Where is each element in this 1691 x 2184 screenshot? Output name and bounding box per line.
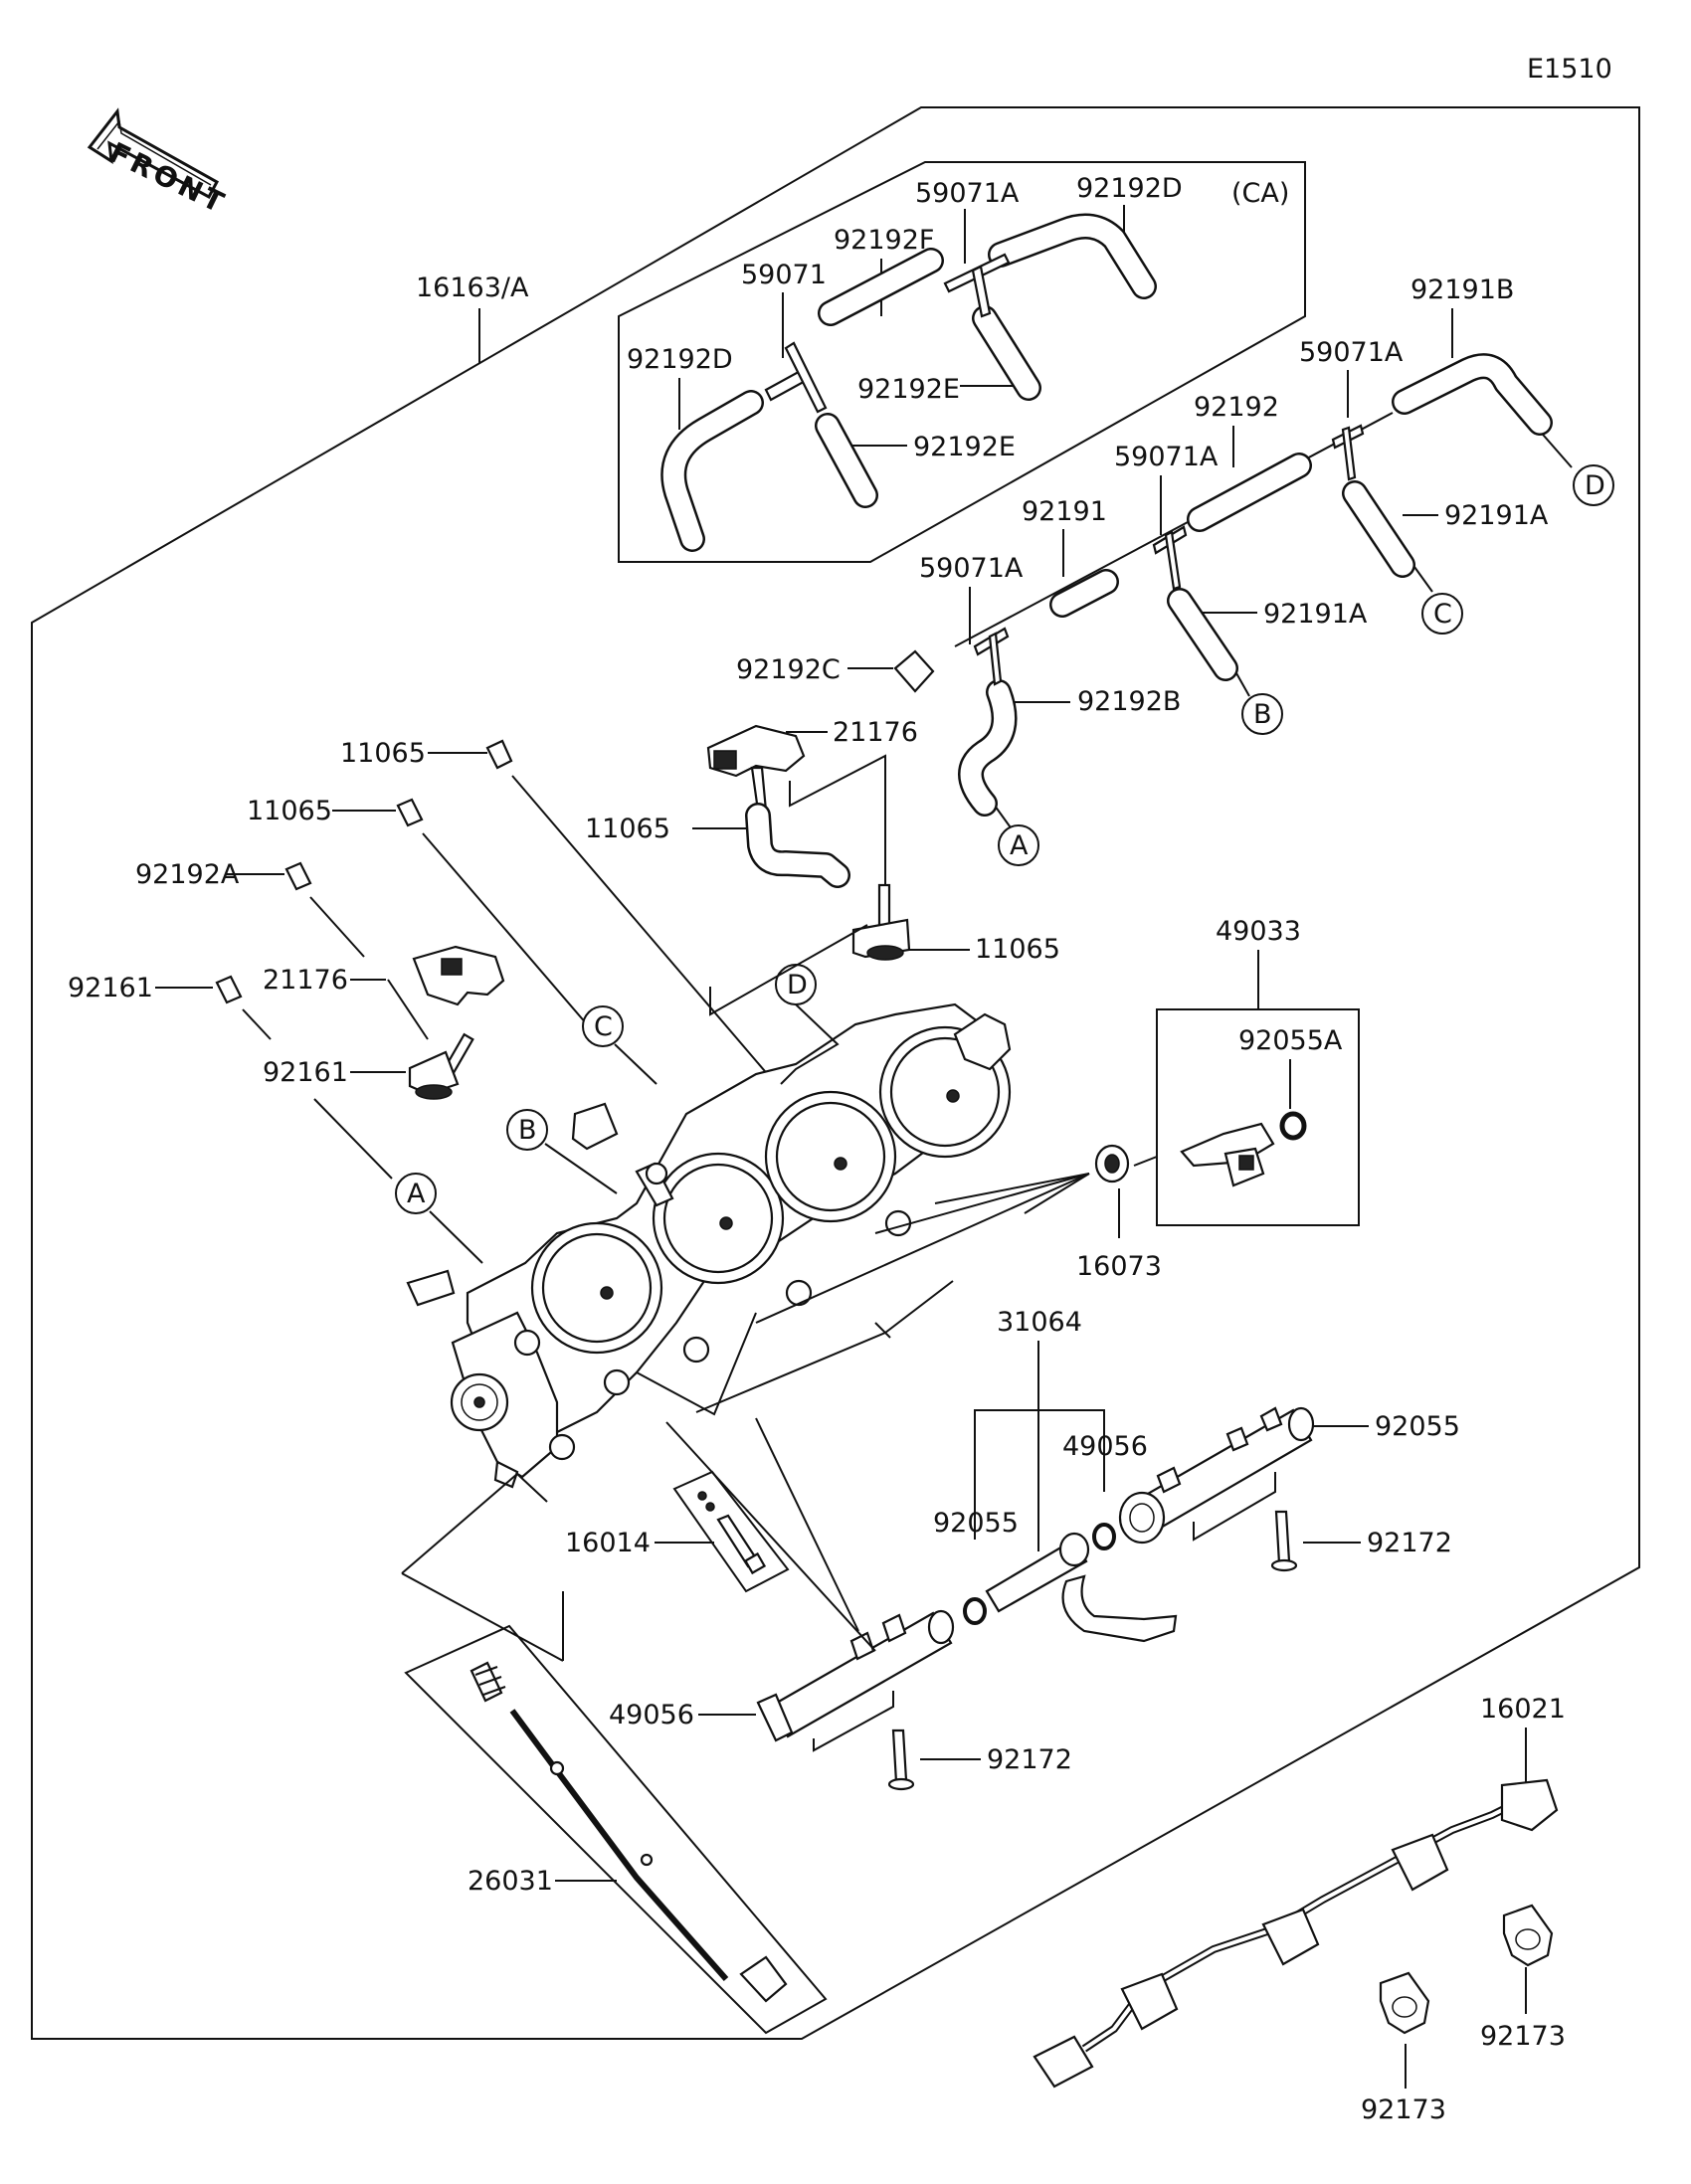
label-92192D-ca-top: 92192D [1076,173,1183,204]
label-21176-top: 21176 [833,717,918,748]
plug-11065-c [284,861,312,891]
connector-D-body: D [775,964,817,1005]
label-92055A: 92055A [1238,1025,1343,1056]
fuel-pipe-31064 [963,1523,1178,1643]
label-26031: 16021 [1480,1694,1566,1725]
bolt-92172-left [887,1729,915,1791]
connector-A-top: A [998,824,1039,866]
clip-92173-left [1379,1971,1430,2035]
label-92173-l: 92173 [1361,2094,1446,2125]
label-49056-l: 49056 [609,1700,694,1730]
label-92191A-m: 92191A [1263,599,1368,630]
plug-11065-b [396,798,424,827]
connector-B-body: B [506,1109,548,1151]
label-11065-c: 92192A [135,859,240,890]
cable-16021 [470,1661,788,2003]
connector-C-top: C [1421,593,1463,635]
svg-text:A: A [407,1179,426,1209]
svg-text:B: B [518,1115,537,1146]
label-92192B: 92192B [1077,686,1181,717]
assembly-outline [31,106,1640,2040]
label-ca-note: (CA) [1231,178,1289,209]
label-59071A-r: 59071A [1299,337,1404,368]
map-sensor-left [412,945,505,1006]
label-49056-r: 92055 [1375,1411,1460,1442]
label-92172-l: 92172 [987,1744,1072,1775]
ca-variant-box [618,161,1306,563]
label-16163A: 16163/A [416,273,529,303]
label-59071: 59071 [741,260,827,290]
label-11065-b: 11065 [247,796,332,826]
label-92192D-ca-left: 92192D [627,344,733,375]
front-arrow-icon: FRONT [87,107,233,221]
label-92055-b: 92055 [933,1508,1019,1539]
plug-11065-d [215,975,243,1004]
label-59071A-ca: 59071A [915,178,1020,209]
fuel-rail-49056-right [1118,1406,1315,1545]
label-92192E-a: 92192E [857,374,960,405]
ca-hose-network [660,213,1157,552]
bolt-92172-right [1270,1510,1298,1572]
label-92192A: 11065 [585,814,670,844]
svg-text:B: B [1253,699,1272,730]
svg-text:C: C [1433,599,1452,630]
nipple-92161-left [408,1032,474,1100]
label-59071A-l: 59071A [919,553,1024,584]
hose-92192A [745,803,850,888]
label-16021: 26031 [468,1866,553,1897]
clip-92173-right [1502,1904,1554,1967]
label-92192C: 92192C [736,654,841,685]
label-92161-left: 92161 [263,1057,348,1088]
label-49033: 49033 [1216,916,1301,947]
label-92191B: 92191B [1410,274,1514,305]
seal-16073 [1094,1144,1130,1183]
connector-A-body: A [395,1173,437,1214]
label-92172-r: 92172 [1367,1528,1452,1558]
nipple-92161-top [851,883,911,961]
label-92055-a: 49056 [1062,1431,1148,1462]
label-16073: 16073 [1076,1251,1162,1282]
wire-harness-26031 [1033,1778,1559,2089]
label-16014: 16014 [565,1528,651,1558]
label-92191A-r: 92191A [1444,500,1549,531]
label-92192: 92192 [1194,392,1279,423]
svg-text:A: A [1010,830,1029,861]
svg-text:D: D [787,970,808,1001]
label-31064: 31064 [997,1307,1082,1338]
connector-C-body: C [582,1005,624,1047]
connector-D-top: D [1573,464,1614,506]
throttle-body-assembly [406,1002,1012,1489]
label-21176-left: 21176 [263,965,348,996]
diagram-code: E1510 [1527,54,1612,85]
label-92161-top: 11065 [975,934,1060,965]
fuel-rail-49056-left [756,1609,955,1742]
label-59071A-m: 59071A [1114,442,1219,472]
injector-49033 [1180,1111,1307,1187]
plug-11065-a [485,739,513,770]
label-11065-a: 11065 [340,738,426,769]
injector-box [1156,1008,1360,1226]
screw-16014 [697,1491,767,1575]
label-92192E-b: 92192E [913,432,1016,462]
connector-B-top: B [1241,693,1283,735]
label-92191: 92191 [1022,496,1107,527]
label-92192F: 92192F [834,225,934,256]
svg-text:D: D [1585,470,1605,501]
svg-text:C: C [594,1011,613,1042]
right-hose-network [893,353,1553,817]
label-92173-r: 92173 [1480,2021,1566,2052]
label-11065-d: 92161 [68,973,153,1003]
